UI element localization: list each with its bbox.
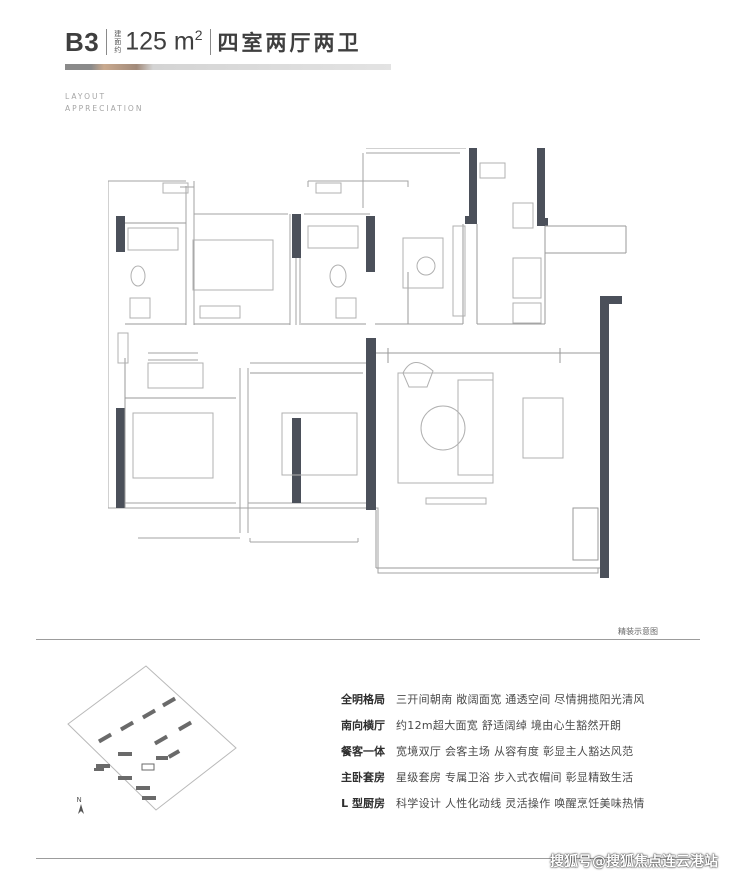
feature-name: 餐客一体 (341, 745, 385, 758)
subtitle: LAYOUT APPRECIATION (65, 91, 143, 115)
subtitle-line-1: LAYOUT (65, 92, 107, 101)
area-unit-sup: 2 (194, 27, 203, 44)
area-label: 建面约 (114, 30, 122, 54)
feature-desc: 三开间朝南 敞阔面宽 通透空间 尽情拥揽阳光清风 (396, 693, 645, 706)
feature-row: 全明格局 三开间朝南 敞阔面宽 通透空间 尽情拥揽阳光清风 (335, 686, 645, 712)
floor-plan (108, 148, 627, 578)
feature-name: L 型厨房 (341, 797, 385, 810)
feature-name: 全明格局 (341, 693, 385, 706)
divider-line-bottom (36, 858, 700, 859)
accent-bar (65, 64, 391, 70)
site-map: N (67, 665, 237, 814)
subtitle-line-2: APPRECIATION (65, 104, 144, 113)
area-value: 125 m2 (125, 27, 202, 56)
features-list: 全明格局 三开间朝南 敞阔面宽 通透空间 尽情拥揽阳光清风 南向横厅 约12m超… (335, 686, 645, 816)
feature-row: 主卧套房 星级套房 专属卫浴 步入式衣帽间 彰显精致生活 (335, 764, 645, 790)
plan-header: B3 建面约 125 m2 四室两厅两卫 (65, 22, 362, 62)
feature-desc: 宽境双厅 会客主场 从容有度 彰显主人豁达风范 (396, 745, 634, 758)
divider (106, 29, 108, 55)
plan-caption: 精装示意图 (618, 627, 658, 636)
highlight-marker-icon (141, 763, 155, 771)
layout-title: 四室两厅两卫 (217, 31, 362, 55)
feature-row: 餐客一体 宽境双厅 会客主场 从容有度 彰显主人豁达风范 (335, 738, 645, 764)
feature-desc: 科学设计 人性化动线 灵活操作 唤醒烹饪美味热情 (396, 797, 645, 810)
feature-desc: 约12m超大面宽 舒适阔绰 境由心生豁然开朗 (396, 719, 622, 732)
divider-line-top (36, 639, 700, 640)
feature-row: L 型厨房 科学设计 人性化动线 灵活操作 唤醒烹饪美味热情 (335, 790, 645, 816)
compass-icon: N (77, 796, 84, 814)
compass-label: N (77, 796, 82, 804)
feature-name: 南向横厅 (341, 719, 385, 732)
unit-code: B3 (65, 26, 100, 57)
feature-row: 南向横厅 约12m超大面宽 舒适阔绰 境由心生豁然开朗 (335, 712, 645, 738)
area-number: 125 m (125, 27, 195, 56)
watermark: 搜狐号@搜狐焦点连云港站 (550, 854, 718, 870)
feature-desc: 星级套房 专属卫浴 步入式衣帽间 彰显精致生活 (396, 771, 634, 784)
feature-name: 主卧套房 (341, 771, 385, 784)
divider (209, 29, 211, 55)
